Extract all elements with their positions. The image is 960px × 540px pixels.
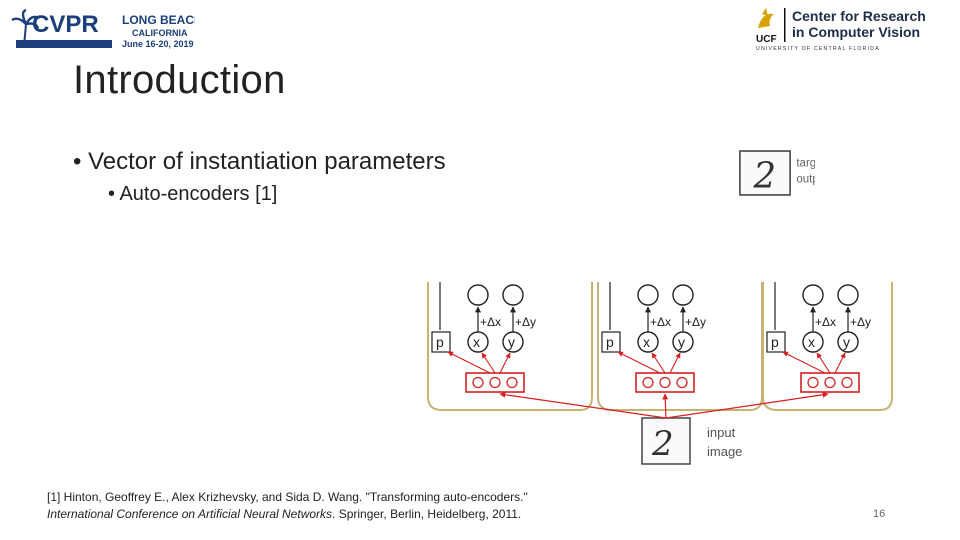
skyline-icon: [16, 40, 112, 48]
target-label: target: [796, 158, 815, 170]
p-node: [601, 331, 621, 353]
reference-journal: International Conference on Artificial N…: [47, 507, 333, 521]
p-label: p: [606, 334, 614, 350]
hidden-unit: [472, 376, 484, 389]
recog-arrow: [617, 351, 661, 374]
p-node: [766, 331, 786, 353]
y-label: y: [678, 334, 685, 350]
p-node: [431, 331, 451, 353]
hidden-unit: [642, 376, 654, 389]
hidden-unit: [807, 376, 819, 389]
x-output-node: [467, 284, 489, 306]
hidden-units: [465, 372, 525, 393]
recog-arrow: [651, 352, 666, 374]
bullet-level1: • Vector of instantiation parameters: [73, 148, 446, 175]
input-arrow-1: [499, 391, 667, 419]
hidden-unit: [506, 376, 518, 389]
x-node: [637, 331, 659, 353]
ucf-crcv-logo: UCF Center for Research in Computer Visi…: [756, 8, 926, 52]
delta-y-label: +Δy: [850, 315, 871, 329]
pegasus-icon: [758, 8, 774, 28]
cvpr-location: LONG BEACH: [122, 13, 195, 27]
input-label: input: [707, 425, 736, 440]
p-label: p: [771, 334, 779, 350]
hidden-unit: [676, 376, 688, 389]
p-label: p: [436, 334, 444, 350]
x-label: x: [473, 334, 480, 350]
recog-arrow: [499, 352, 511, 374]
target-image-frame: [739, 150, 791, 196]
bullet-level2: • Auto-encoders [1]: [108, 183, 278, 205]
hidden-units: [800, 372, 860, 393]
reference-line1: [1] Hinton, Geoffrey E., Alex Krizhevsky…: [47, 490, 528, 504]
cvpr-state: CALIFORNIA: [132, 28, 188, 38]
delta-x-label: +Δx: [815, 315, 836, 329]
y-node: [837, 331, 859, 353]
capsule-1: +Δx +Δy p x y: [427, 282, 593, 411]
target-output-figure: 2 target output: [739, 150, 815, 196]
bullet-level1-text: Vector of instantiation parameters: [88, 148, 446, 175]
input-image-frame: [641, 417, 691, 465]
recog-arrow: [782, 351, 826, 374]
capsule-2: +Δx +Δy p x y: [597, 282, 763, 411]
delta-y-label: +Δy: [515, 315, 536, 329]
hidden-unit: [824, 376, 836, 389]
recog-arrow: [447, 351, 491, 374]
target-digit: 2: [753, 156, 777, 196]
x-output-node: [637, 284, 659, 306]
output-label: output: [796, 173, 815, 185]
input-image-figure: 2 input image: [499, 391, 829, 465]
transforming-autoencoder-diagram: +Δx +Δy p x y +Δx +Δy p x y: [427, 282, 893, 465]
capsule-3: +Δx +Δy p x y: [762, 282, 893, 411]
x-label: x: [808, 334, 815, 350]
input-arrow-2: [662, 393, 669, 419]
capsule-border: [597, 282, 763, 411]
logo-divider: [784, 8, 786, 42]
capsule-border: [762, 282, 893, 411]
capsule-border: [427, 282, 593, 411]
delta-x-label: +Δx: [480, 315, 501, 329]
bullet-level2-text: Auto-encoders [1]: [119, 183, 278, 205]
delta-y-label: +Δy: [685, 315, 706, 329]
delta-x-label: +Δx: [650, 315, 671, 329]
cvpr-logo: CVPR LONG BEACH CALIFORNIA June 16-20, 2…: [11, 8, 195, 49]
page-number: 16: [873, 508, 886, 520]
crcv-line1: Center for Research: [792, 8, 926, 24]
reference-citation: [1] Hinton, Geoffrey E., Alex Krizhevsky…: [47, 489, 607, 523]
x-output-node: [802, 284, 824, 306]
recog-arrow: [834, 352, 846, 374]
y-output-node: [837, 284, 859, 306]
ucf-university: UNIVERSITY OF CENTRAL FLORIDA: [756, 46, 880, 52]
y-node: [672, 331, 694, 353]
recog-arrow: [481, 352, 496, 374]
x-node: [467, 331, 489, 353]
x-node: [802, 331, 824, 353]
input-digit: 2: [651, 424, 674, 464]
image-label: image: [707, 444, 742, 459]
recog-arrow: [816, 352, 831, 374]
hidden-unit: [489, 376, 501, 389]
hidden-units: [635, 372, 695, 393]
slide-title: Introduction: [73, 58, 286, 102]
y-label: y: [843, 334, 850, 350]
y-output-node: [672, 284, 694, 306]
recog-arrow: [669, 352, 681, 374]
hidden-unit: [841, 376, 853, 389]
y-label: y: [508, 334, 515, 350]
y-node: [502, 331, 524, 353]
crcv-line2: in Computer Vision: [792, 24, 920, 40]
cvpr-wordmark: CVPR: [32, 11, 99, 38]
input-arrow-3: [665, 391, 829, 419]
reference-line2: International Conference on Artificial N…: [47, 506, 607, 523]
reference-publisher: . Springer, Berlin, Heidelberg, 2011.: [332, 507, 522, 521]
hidden-unit: [659, 376, 671, 389]
x-label: x: [643, 334, 650, 350]
y-output-node: [502, 284, 524, 306]
cvpr-dates: June 16-20, 2019: [122, 39, 194, 49]
ucf-mark: UCF: [756, 34, 777, 45]
